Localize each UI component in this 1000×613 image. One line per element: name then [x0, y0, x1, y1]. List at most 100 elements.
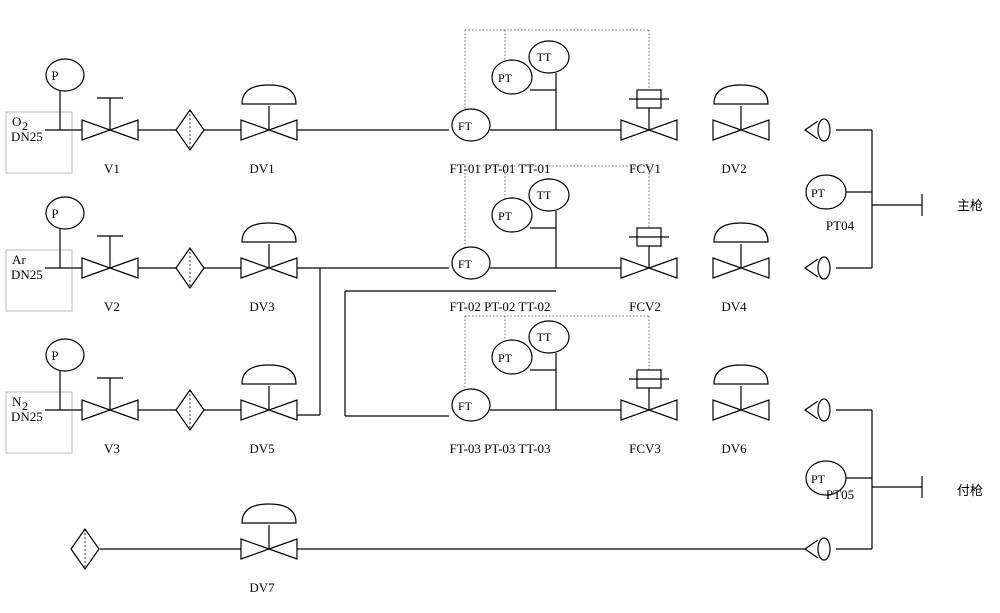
- temperature-transmitter-icon: [528, 178, 570, 212]
- connector-ring-icon: [817, 398, 831, 422]
- pressure-transmitter-label: PT: [498, 209, 513, 223]
- pressure-transmitter-icon: [491, 59, 533, 95]
- flow-transmitter-icon: [451, 108, 491, 142]
- pressure-gauge-icon: [45, 58, 85, 92]
- connector-ring-icon: [817, 256, 831, 280]
- instrument-tags-label: FT-01 PT-01 TT-01: [450, 161, 551, 176]
- return-filter: [70, 527, 100, 571]
- outlet-valve-label: DV4: [721, 299, 747, 314]
- valve-triangle-left: [81, 257, 112, 279]
- valve-triangle-right: [739, 399, 770, 421]
- gas-name: Ar: [12, 252, 26, 267]
- outlet-valve-label: DV2: [721, 161, 746, 176]
- control-valve-label: FCV3: [629, 441, 661, 456]
- pipe-size-label: DN25: [11, 129, 43, 144]
- connector-ring-icon: [817, 118, 831, 142]
- valve-triangle-right: [108, 119, 139, 141]
- manual-valve-label: V2: [104, 299, 120, 314]
- valve-triangle-right: [647, 119, 678, 141]
- flow-transmitter-label: FT: [458, 257, 473, 271]
- valve-triangle-left: [712, 119, 743, 141]
- filter: [175, 108, 205, 152]
- valve-triangle-left: [620, 399, 651, 421]
- gas-name-subscript: 2: [22, 399, 28, 413]
- diaphragm-actuator-icon: [241, 222, 297, 243]
- gas-source-box: [5, 111, 73, 174]
- valve-triangle-right: [267, 399, 298, 421]
- valve-triangle-right: [267, 538, 298, 560]
- valve-triangle-left: [620, 119, 651, 141]
- pressure-gauge-label: P: [51, 206, 58, 221]
- diaphragm-actuator-icon: [241, 364, 297, 385]
- connector-chevron-icon: [803, 120, 819, 140]
- gas-name: O: [12, 114, 21, 129]
- valve-triangle-left: [240, 399, 271, 421]
- gas-source-box: [5, 249, 73, 312]
- control-valve-FCV3: [620, 399, 678, 421]
- outlet-transmitter-tag: PT05: [826, 487, 854, 502]
- valve-triangle-left: [81, 399, 112, 421]
- diaphragm-actuator-icon: [241, 84, 297, 105]
- pressure-transmitter-label: PT: [498, 351, 513, 365]
- filter: [175, 246, 205, 290]
- valve-triangle-left: [81, 119, 112, 141]
- valve-triangle-right: [739, 119, 770, 141]
- valve-triangle-right: [647, 399, 678, 421]
- temperature-transmitter-icon: [528, 320, 570, 354]
- valve-triangle-right: [267, 257, 298, 279]
- diaphragm-actuator-icon: [241, 503, 297, 524]
- control-valve-label: FCV1: [629, 161, 661, 176]
- pressure-gauge-label: P: [51, 68, 58, 83]
- manual-valve-label: V1: [104, 161, 120, 176]
- flow-transmitter-label: FT: [458, 399, 473, 413]
- auto-valve-label: DV5: [249, 441, 274, 456]
- auto-valve-DV5: [240, 399, 298, 421]
- diaphragm-actuator-icon: [713, 84, 769, 105]
- gas-source-box: [5, 391, 73, 454]
- pressure-gauge-label: P: [51, 348, 58, 363]
- flow-transmitter-label: FT: [458, 119, 473, 133]
- manual-valve-label: V3: [104, 441, 120, 456]
- control-valve-FCV1: [620, 119, 678, 141]
- valve-triangle-left: [620, 257, 651, 279]
- connector-chevron-icon: [803, 539, 819, 559]
- control-valve-label: FCV2: [629, 299, 661, 314]
- valve-triangle-left: [240, 257, 271, 279]
- pressure-gauge-icon: [45, 338, 85, 372]
- return-valve-label: DV7: [249, 580, 275, 595]
- quick-connector: [803, 398, 831, 422]
- instrument-tags-label: FT-02 PT-02 TT-02: [450, 299, 551, 314]
- pipe-size-label: DN25: [11, 409, 43, 424]
- gas-name-subscript: 2: [22, 119, 28, 133]
- outlet-valve-DV2: [712, 119, 770, 141]
- diaphragm-actuator-icon: [713, 222, 769, 243]
- valve-triangle-right: [108, 399, 139, 421]
- flow-transmitter-icon: [451, 388, 491, 422]
- gas-name: N: [12, 394, 22, 409]
- valve-triangle-left: [712, 257, 743, 279]
- valve-triangle-left: [712, 399, 743, 421]
- quick-connector: [803, 256, 831, 280]
- outlet-valve-DV6: [712, 399, 770, 421]
- quick-connector: [803, 537, 831, 561]
- temperature-transmitter-icon: [528, 40, 570, 74]
- outlet-valve-DV4: [712, 257, 770, 279]
- outlet-destination-label: 付枪: [957, 483, 983, 498]
- valve-triangle-right: [267, 119, 298, 141]
- auto-valve-label: DV3: [249, 299, 274, 314]
- valve-triangle-right: [647, 257, 678, 279]
- valve-triangle-right: [739, 257, 770, 279]
- pressure-transmitter-icon: [491, 339, 533, 375]
- valve-triangle-left: [240, 119, 271, 141]
- outlet-transmitter-tag: PT04: [826, 218, 855, 233]
- temperature-transmitter-label: TT: [537, 330, 552, 344]
- valve-triangle-left: [240, 538, 271, 560]
- flow-transmitter-icon: [451, 246, 491, 280]
- outlet-transmitter-label: PT: [811, 186, 826, 200]
- pressure-gauge-icon: [45, 196, 85, 230]
- connector-ring-icon: [817, 537, 831, 561]
- temperature-transmitter-label: TT: [537, 188, 552, 202]
- outlet-transmitter-label: PT: [811, 472, 826, 486]
- connector-chevron-icon: [803, 400, 819, 420]
